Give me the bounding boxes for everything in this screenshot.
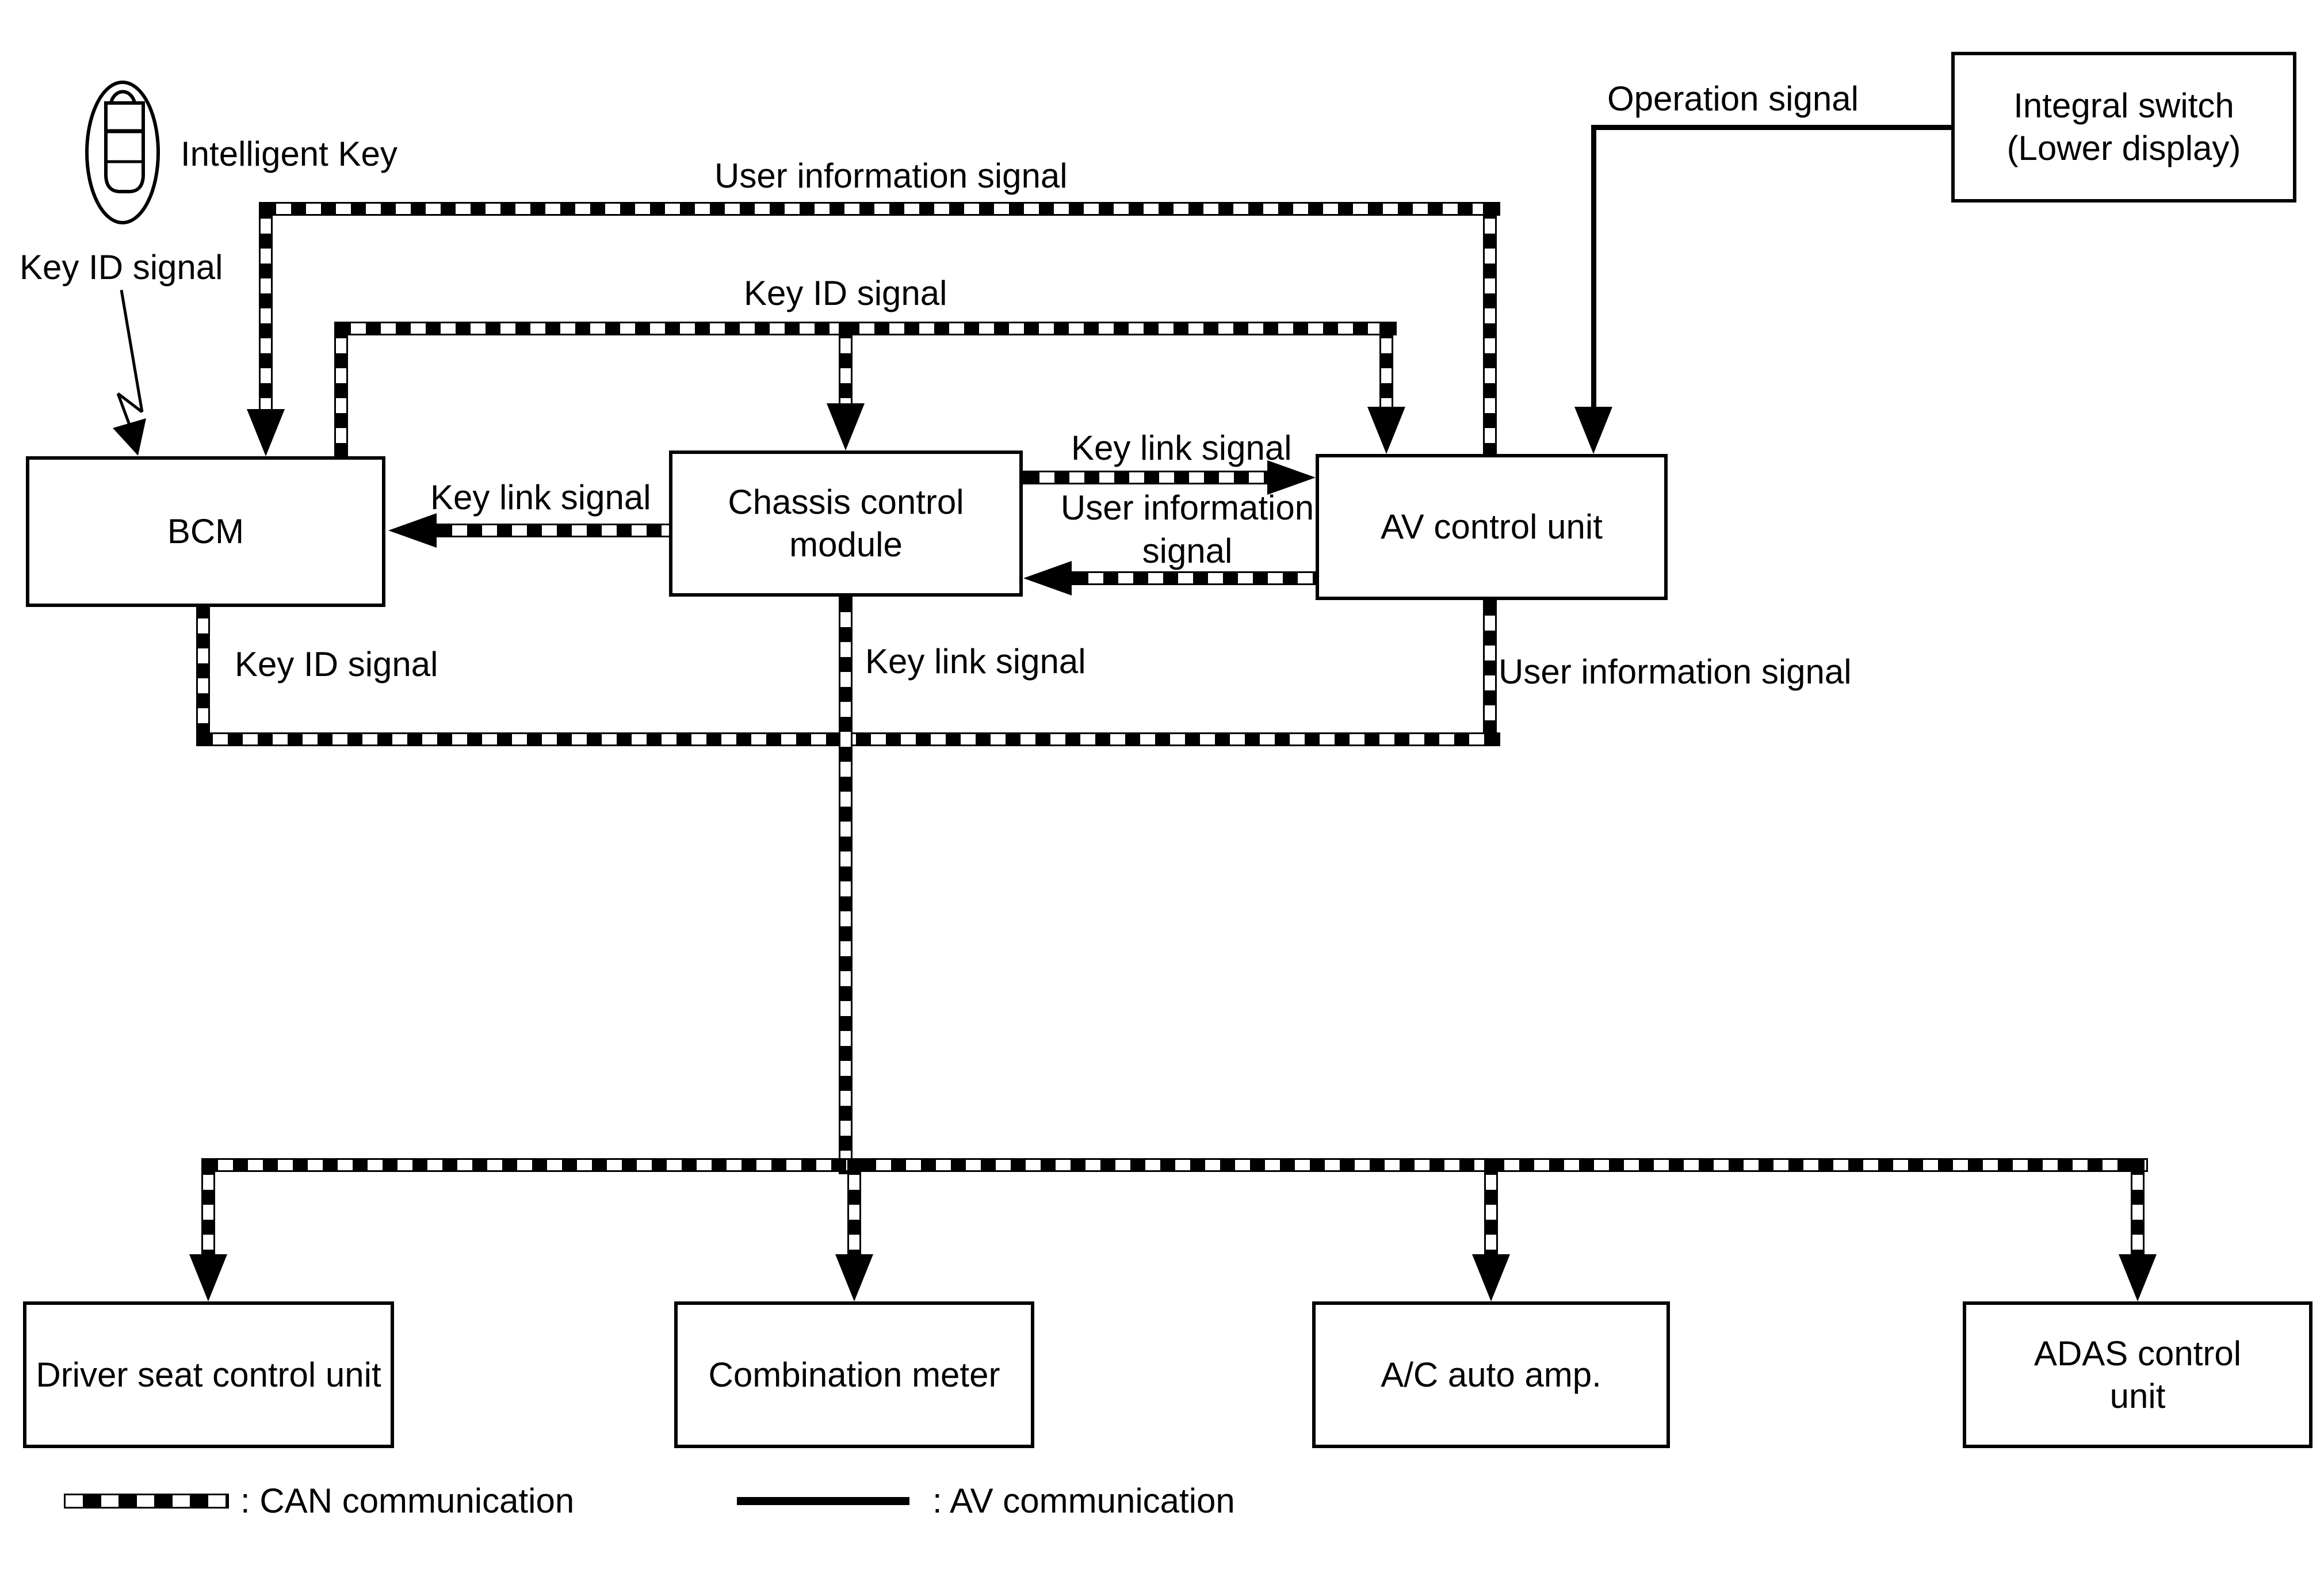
chassis-box-label-line2: module — [789, 525, 903, 564]
can-line-bcm-to-bus — [196, 602, 210, 743]
user-information-signal-top-label: User information signal — [714, 156, 1068, 195]
chassis-box-label-line1: Chassis control — [728, 483, 964, 521]
can-drop-adas — [2131, 1158, 2145, 1261]
legend-can-label: : CAN communication — [240, 1481, 575, 1520]
av-line-operation-horizontal — [1591, 125, 1954, 130]
key-link-signal-av-label: Key link signal — [1071, 429, 1292, 467]
can-line-key-id-drop-av — [1379, 322, 1393, 413]
can-bus-lower — [201, 1158, 2148, 1172]
user-information-signal-mid-line1: User information — [1060, 488, 1314, 527]
can-drop-ac-auto-amp — [1484, 1158, 1498, 1261]
key-link-signal-bus-label: Key link signal — [865, 642, 1086, 681]
can-line-user-info-top-drop-bcm — [259, 202, 273, 414]
user-information-signal-mid-line2: signal — [1142, 532, 1233, 570]
user-information-signal-bus-label: User information signal — [1499, 652, 1852, 691]
adas-control-unit-box: ADAS control unit — [1963, 1301, 2312, 1448]
av-box-label: AV control unit — [1381, 507, 1603, 546]
key-id-lightning-arrow — [113, 289, 146, 456]
can-arrow-key-link-chassis-to-av — [1023, 471, 1270, 484]
arrowhead-into-adas — [2119, 1254, 2157, 1301]
can-arrow-user-info-av-to-chassis — [1072, 571, 1319, 585]
can-drop-driver-seat — [201, 1158, 215, 1261]
legend-can-swatch — [64, 1494, 229, 1509]
arrowhead-into-bcm — [388, 513, 437, 548]
can-drop-combination-meter — [847, 1158, 861, 1261]
adas-box-label-line2: unit — [2109, 1376, 2166, 1415]
bcm-box: BCM — [26, 456, 385, 607]
combination-meter-box: Combination meter — [674, 1301, 1034, 1448]
user-information-signal-mid-label: User information signal — [1052, 486, 1323, 572]
key-id-callout-label: Key ID signal — [20, 248, 223, 287]
combination-meter-box-label: Combination meter — [708, 1355, 1000, 1394]
ac-auto-amp-box-label: A/C auto amp. — [1381, 1355, 1601, 1394]
can-line-user-info-top — [259, 202, 1500, 216]
av-control-unit-box: AV control unit — [1316, 454, 1668, 600]
can-line-key-id-top — [334, 322, 1397, 335]
arrowhead-into-combination-meter — [835, 1254, 873, 1301]
can-line-chassis-to-lower-bus — [839, 595, 853, 1174]
arrowhead-user-info-into-bcm — [247, 409, 285, 456]
intelligent-key-label: Intelligent Key — [181, 135, 397, 173]
chassis-control-module-box: Chassis control module — [669, 450, 1023, 597]
driver-seat-control-unit-box: Driver seat control unit — [23, 1301, 394, 1448]
can-line-key-id-drop-chassis — [839, 322, 853, 410]
av-line-operation-vertical — [1591, 125, 1596, 410]
key-id-signal-top-label: Key ID signal — [744, 274, 947, 312]
driver-seat-box-label: Driver seat control unit — [36, 1355, 381, 1394]
integral-switch-label-line1: Integral switch — [2013, 86, 2234, 125]
legend-av-label: : AV communication — [932, 1481, 1235, 1520]
arrowhead-operation-into-av — [1574, 407, 1612, 454]
arrowhead-key-id-into-chassis — [827, 403, 865, 450]
integral-switch-label-line2: (Lower display) — [2006, 129, 2241, 167]
can-line-av-to-bus — [1483, 599, 1497, 743]
adas-box-label-line1: ADAS control — [2033, 1334, 2242, 1373]
legend-av-swatch — [737, 1497, 909, 1505]
arrowhead-into-ac-auto-amp — [1472, 1254, 1510, 1301]
arrowhead-into-chassis — [1023, 561, 1072, 595]
key-id-signal-bus-label: Key ID signal — [235, 645, 438, 684]
bcm-box-label: BCM — [167, 512, 244, 551]
key-link-signal-bcm-label: Key link signal — [430, 478, 651, 517]
can-line-user-info-top-drop-av — [1483, 202, 1497, 460]
integral-switch-box: Integral switch (Lower display) — [1951, 52, 2296, 203]
can-line-key-id-drop-bcm — [334, 322, 348, 462]
ac-auto-amp-box: A/C auto amp. — [1312, 1301, 1670, 1448]
operation-signal-label: Operation signal — [1607, 79, 1859, 118]
arrowhead-key-id-into-av — [1367, 407, 1405, 454]
can-arrow-key-link-chassis-to-bcm — [435, 524, 672, 537]
intelligent-key-icon — [85, 81, 160, 224]
arrowhead-into-av — [1267, 460, 1316, 495]
arrowhead-into-driver-seat — [189, 1254, 227, 1301]
